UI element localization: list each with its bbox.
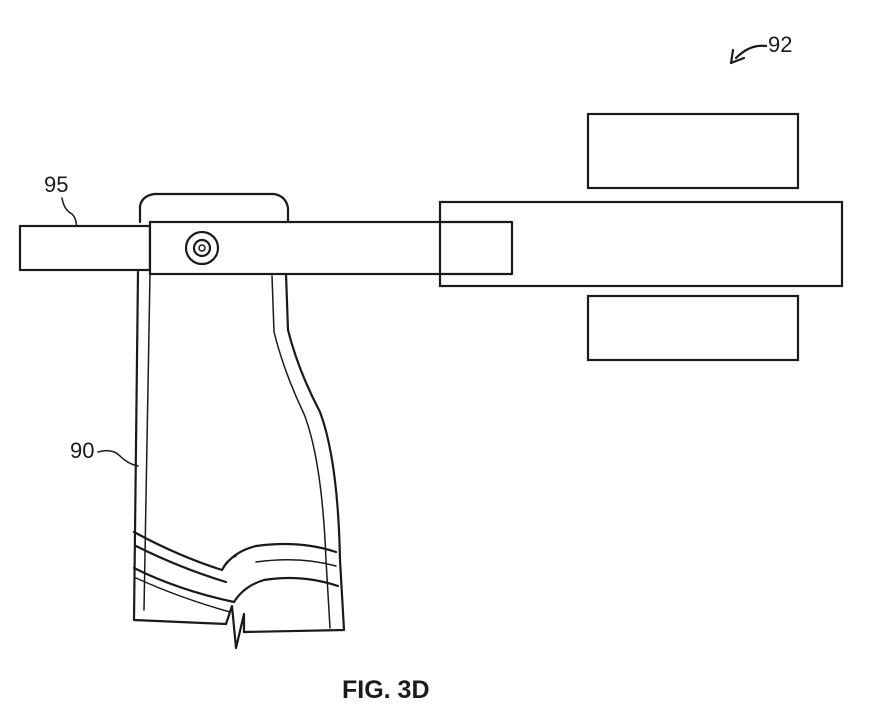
figure-caption: FIG. 3D: [342, 676, 430, 704]
label-90-leader: [98, 451, 138, 466]
handle-top-cap: [140, 194, 288, 222]
handle-left-inner-edge: [144, 274, 150, 610]
label-92: 92: [768, 32, 792, 57]
handle-band-2b: [136, 578, 230, 612]
upper-clamp-plate: [588, 114, 798, 188]
handle-band-1b: [136, 546, 226, 582]
lower-clamp-plate: [588, 296, 798, 360]
handle-band-1: [134, 532, 336, 570]
label-95: 95: [44, 172, 68, 197]
handle-cutout-curve: [222, 556, 336, 570]
handle-right-inner-edge: [272, 276, 330, 628]
label-92-arrow-shaft: [736, 46, 766, 58]
label-90: 90: [70, 438, 94, 463]
label-92-group: 92: [731, 32, 792, 63]
arm-left-extension: [20, 226, 150, 270]
label-95-group: 95: [44, 172, 77, 232]
handle-band-2: [134, 568, 338, 602]
handle-left-edge: [134, 272, 226, 624]
label-90-group: 90: [70, 438, 138, 466]
